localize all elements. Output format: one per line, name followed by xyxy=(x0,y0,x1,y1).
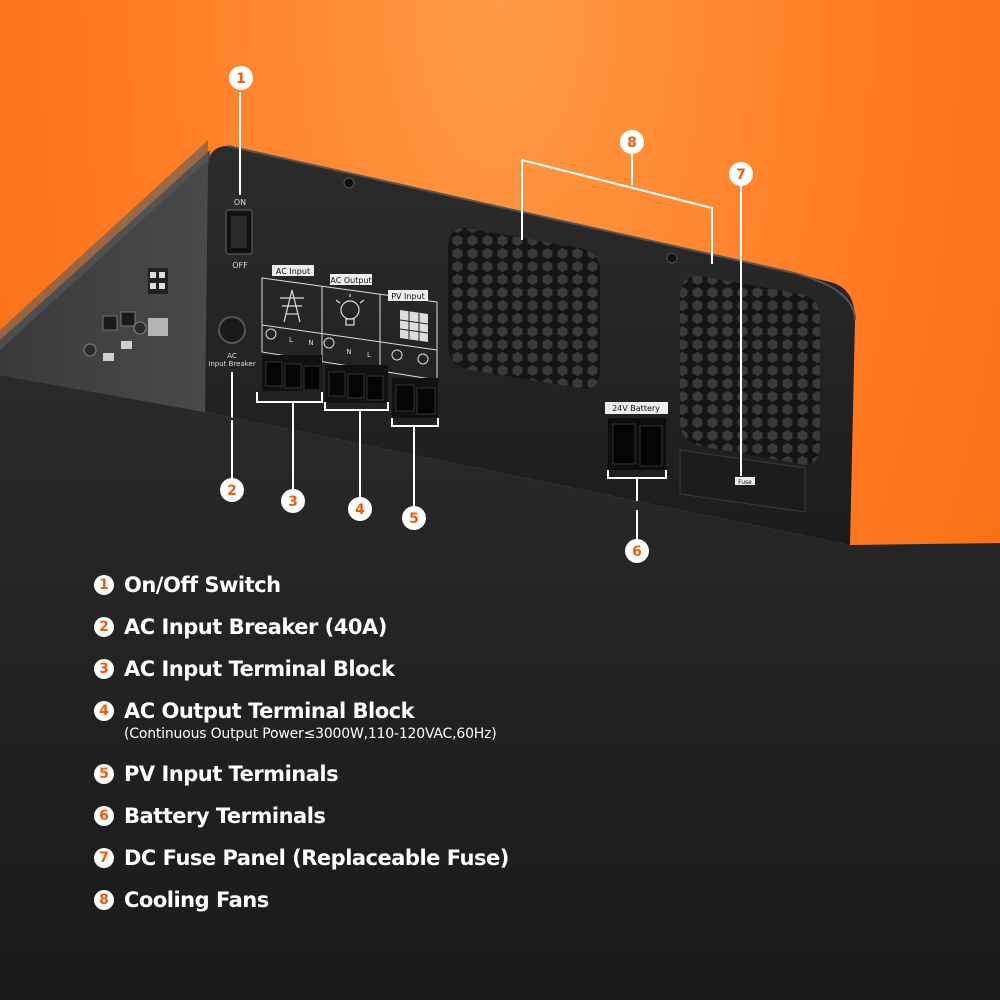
svg-text:L: L xyxy=(367,351,371,359)
ac-input-terminal-block[interactable] xyxy=(262,355,322,391)
battery-terminals[interactable]: 24V Battery xyxy=(605,402,668,470)
side-ports xyxy=(83,268,168,361)
svg-text:N: N xyxy=(346,348,351,356)
legend-number: 1 xyxy=(94,575,114,595)
svg-text:4: 4 xyxy=(355,502,365,518)
cooling-fan-right xyxy=(680,275,820,465)
legend-label: On/Off Switch xyxy=(124,573,281,597)
dark-bottom-panel xyxy=(0,375,1000,1000)
solar-panel-icon xyxy=(399,310,429,342)
callout-3-overlay: 3 xyxy=(281,489,305,513)
svg-text:6: 6 xyxy=(632,544,642,560)
svg-text:N: N xyxy=(308,339,313,347)
svg-text:5: 5 xyxy=(409,511,419,527)
svg-text:OFF: OFF xyxy=(232,261,248,270)
legend-item: 4 AC Output Terminal Block (Continuous O… xyxy=(94,698,497,743)
svg-text:ON: ON xyxy=(234,198,246,207)
power-tower-icon xyxy=(280,289,304,323)
callout-2-overlay: 2 xyxy=(220,478,244,502)
svg-text:AC Output: AC Output xyxy=(330,276,371,285)
legend-number: 7 xyxy=(94,848,114,868)
legend-item: 2 AC Input Breaker (40A) xyxy=(94,614,387,640)
legend-number: 2 xyxy=(94,617,114,637)
legend-number: 5 xyxy=(94,764,114,784)
legend-item: 8 Cooling Fans xyxy=(94,887,269,913)
svg-text:8: 8 xyxy=(627,135,637,151)
legend-label: Battery Terminals xyxy=(124,804,326,828)
terminal-marks: L N N L xyxy=(265,328,429,365)
svg-text:AC Input: AC Input xyxy=(276,267,310,276)
legend-label: Cooling Fans xyxy=(124,888,269,912)
legend-item: 3 AC Input Terminal Block xyxy=(94,656,395,682)
callout-6-overlay: 6 xyxy=(625,539,649,563)
svg-text:Input Breaker: Input Breaker xyxy=(208,360,256,368)
pv-input-terminals[interactable] xyxy=(392,378,438,418)
terminal-label-panel: AC Input AC Output PV Input L N xyxy=(261,265,438,381)
svg-text:L: L xyxy=(289,336,293,344)
legend-item: 7 DC Fuse Panel (Replaceable Fuse) xyxy=(94,845,509,871)
legend-number: 3 xyxy=(94,659,114,679)
svg-text:3: 3 xyxy=(288,494,298,510)
callout-7: 7 xyxy=(729,162,753,186)
legend-number: 4 xyxy=(94,701,114,721)
legend-label: PV Input Terminals xyxy=(124,762,339,786)
svg-text:24V Battery: 24V Battery xyxy=(612,404,660,413)
svg-text:2: 2 xyxy=(227,483,237,499)
callout-4-overlay: 4 xyxy=(348,497,372,521)
callout-8: 8 xyxy=(620,130,644,154)
legend-label: AC Output Terminal Block xyxy=(124,699,415,723)
on-off-switch[interactable]: ON OFF xyxy=(225,198,253,270)
device-side-panel xyxy=(0,150,210,412)
legend-label: AC Input Breaker (40A) xyxy=(124,615,387,639)
legend-label: DC Fuse Panel (Replaceable Fuse) xyxy=(124,846,509,870)
svg-text:Fuse: Fuse xyxy=(738,479,752,486)
legend-label: AC Input Terminal Block xyxy=(124,657,395,681)
callout-1: 1 xyxy=(229,66,253,90)
cooling-fan-left xyxy=(448,227,600,389)
legend-number: 6 xyxy=(94,806,114,826)
legend-item: 6 Battery Terminals xyxy=(94,803,326,829)
legend-subtext: (Continuous Output Power≤3000W,110-120VA… xyxy=(124,726,497,742)
legend-number: 8 xyxy=(94,890,114,910)
dc-fuse-panel[interactable]: Fuse xyxy=(679,449,806,513)
svg-text:1: 1 xyxy=(236,71,246,87)
ac-output-terminal-block[interactable] xyxy=(325,365,388,403)
svg-text:PV Input: PV Input xyxy=(391,292,425,301)
light-bulb-icon xyxy=(335,294,365,326)
legend-item: 1 On/Off Switch xyxy=(94,572,281,598)
svg-text:7: 7 xyxy=(736,167,746,183)
callout-5-overlay: 5 xyxy=(402,506,426,530)
ac-input-breaker[interactable]: AC Input Breaker xyxy=(208,316,256,368)
svg-text:AC: AC xyxy=(227,352,237,360)
legend-item: 5 PV Input Terminals xyxy=(94,761,339,787)
